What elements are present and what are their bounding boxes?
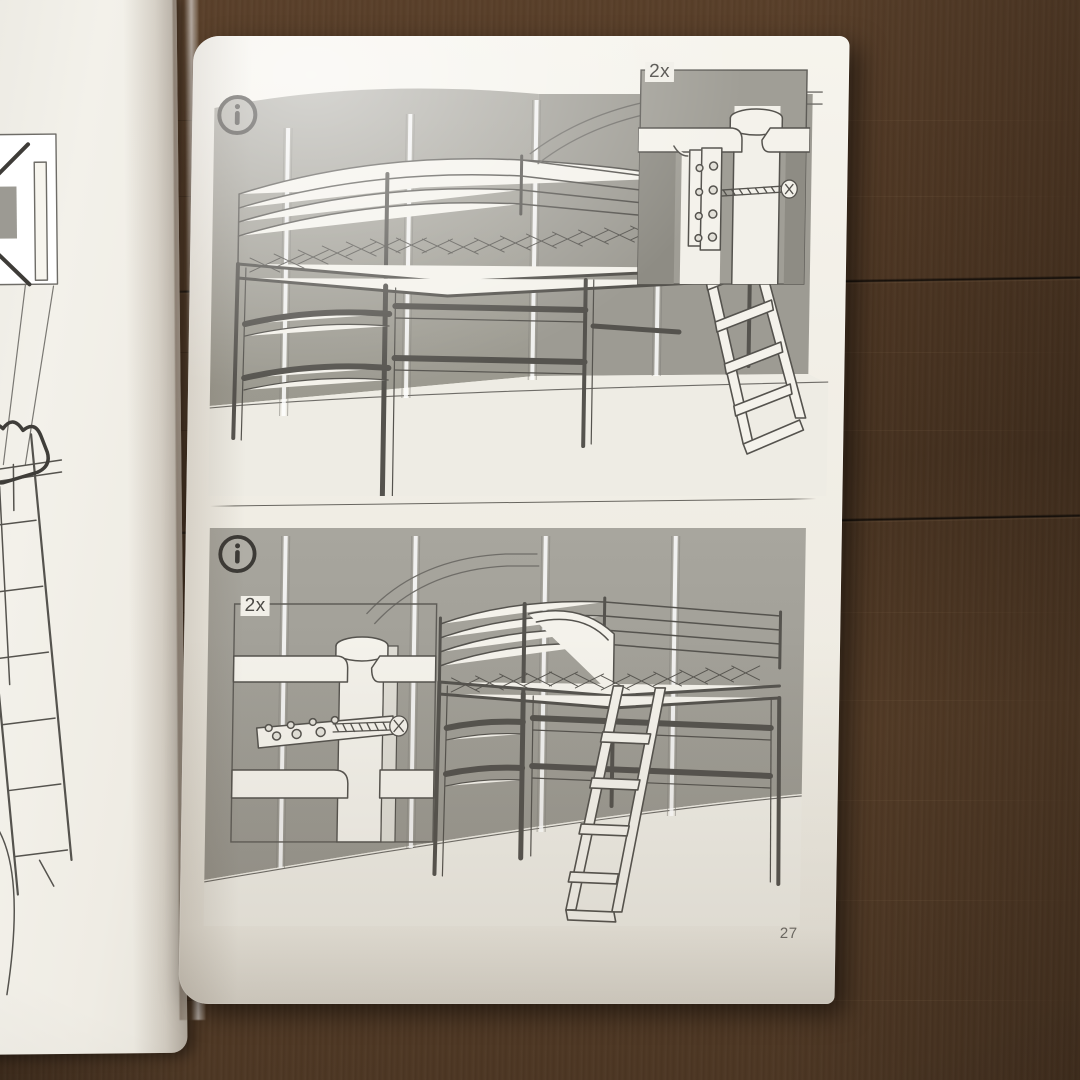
instruction-panel-2: 2x [180, 506, 843, 926]
info-icon [217, 534, 258, 579]
page-number: 27 [779, 924, 798, 942]
callout-box-panel-2 [229, 594, 439, 844]
callout-quantity-label-2: 2x [240, 595, 270, 616]
info-icon [216, 94, 259, 141]
instruction-panel-1: 2x [186, 36, 849, 497]
left-page-illustrations [0, 133, 73, 996]
manual-left-page [0, 0, 188, 1056]
callout-quantity-label-1: 2x [644, 61, 675, 83]
manual-right-page: 2x [178, 36, 850, 1004]
callout-box-panel-1 [636, 60, 812, 286]
